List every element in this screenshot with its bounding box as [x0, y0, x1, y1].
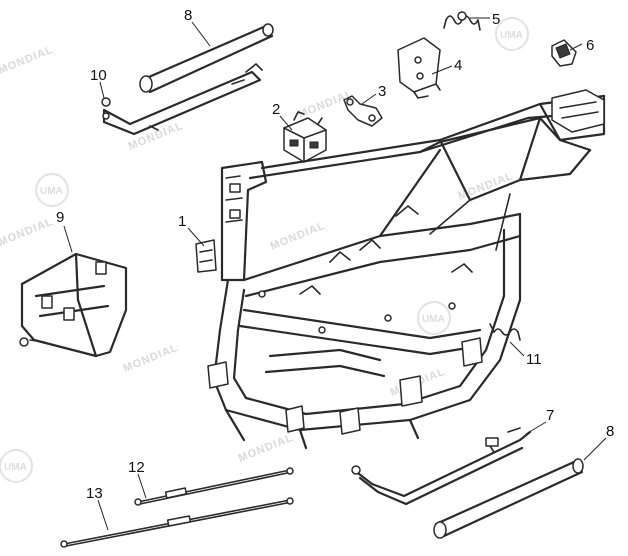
callout-7: 7	[546, 407, 554, 424]
part-6-clip	[551, 39, 577, 67]
callout-8-lower: 8	[606, 423, 614, 440]
part-5-spring	[443, 11, 481, 31]
part-9-front-subframe	[19, 252, 128, 358]
callout-12: 12	[128, 459, 145, 476]
part-13-cable	[60, 497, 294, 548]
callout-9: 9	[56, 209, 64, 226]
uma-logo-watermark: UMA	[0, 449, 33, 483]
callout-labels: 1 2 3 4 5 6 7 8 8 9 10 11 12 13	[56, 7, 614, 502]
callout-3: 3	[378, 83, 386, 100]
svg-text:UMA: UMA	[422, 314, 445, 325]
part-12-cable	[134, 467, 294, 506]
mondial-watermark: MONDIAL	[122, 342, 181, 375]
uma-logo-watermark: UMA	[35, 173, 69, 207]
svg-text:UMA: UMA	[4, 462, 27, 473]
callout-4: 4	[454, 57, 462, 74]
part-3-small-bracket	[343, 95, 383, 127]
callout-8-upper: 8	[184, 7, 192, 24]
main-frame	[195, 89, 606, 450]
mondial-watermark: MONDIAL	[237, 432, 296, 465]
callout-10: 10	[90, 67, 107, 84]
uma-logo-watermark: UMA	[417, 301, 451, 335]
part-10-rear-bracket	[101, 63, 263, 136]
part-8-lower-tie-bar	[433, 458, 584, 539]
part-4-plate-bracket	[397, 37, 441, 99]
callout-5: 5	[492, 11, 500, 28]
part-2-electrical-module	[283, 111, 327, 163]
callout-2: 2	[272, 101, 280, 118]
watermark-layer: UMA UMA UMA UMA MONDIAL MONDIAL MONDIAL …	[0, 17, 529, 483]
mondial-watermark: MONDIAL	[269, 220, 328, 253]
svg-text:UMA: UMA	[40, 186, 63, 197]
callout-6: 6	[586, 37, 594, 54]
uma-logo-watermark: UMA	[495, 17, 529, 51]
callout-13: 13	[86, 485, 103, 502]
part-8-upper-tie-bar	[139, 23, 274, 94]
part-7-lower-bracket	[351, 427, 532, 506]
callout-1: 1	[178, 213, 186, 230]
part-11-spring	[489, 323, 521, 341]
svg-text:UMA: UMA	[500, 30, 523, 41]
mondial-watermark: MONDIAL	[0, 216, 55, 249]
callout-11: 11	[526, 351, 542, 368]
mondial-watermark: MONDIAL	[0, 44, 55, 77]
leader-lines	[63, 17, 607, 531]
